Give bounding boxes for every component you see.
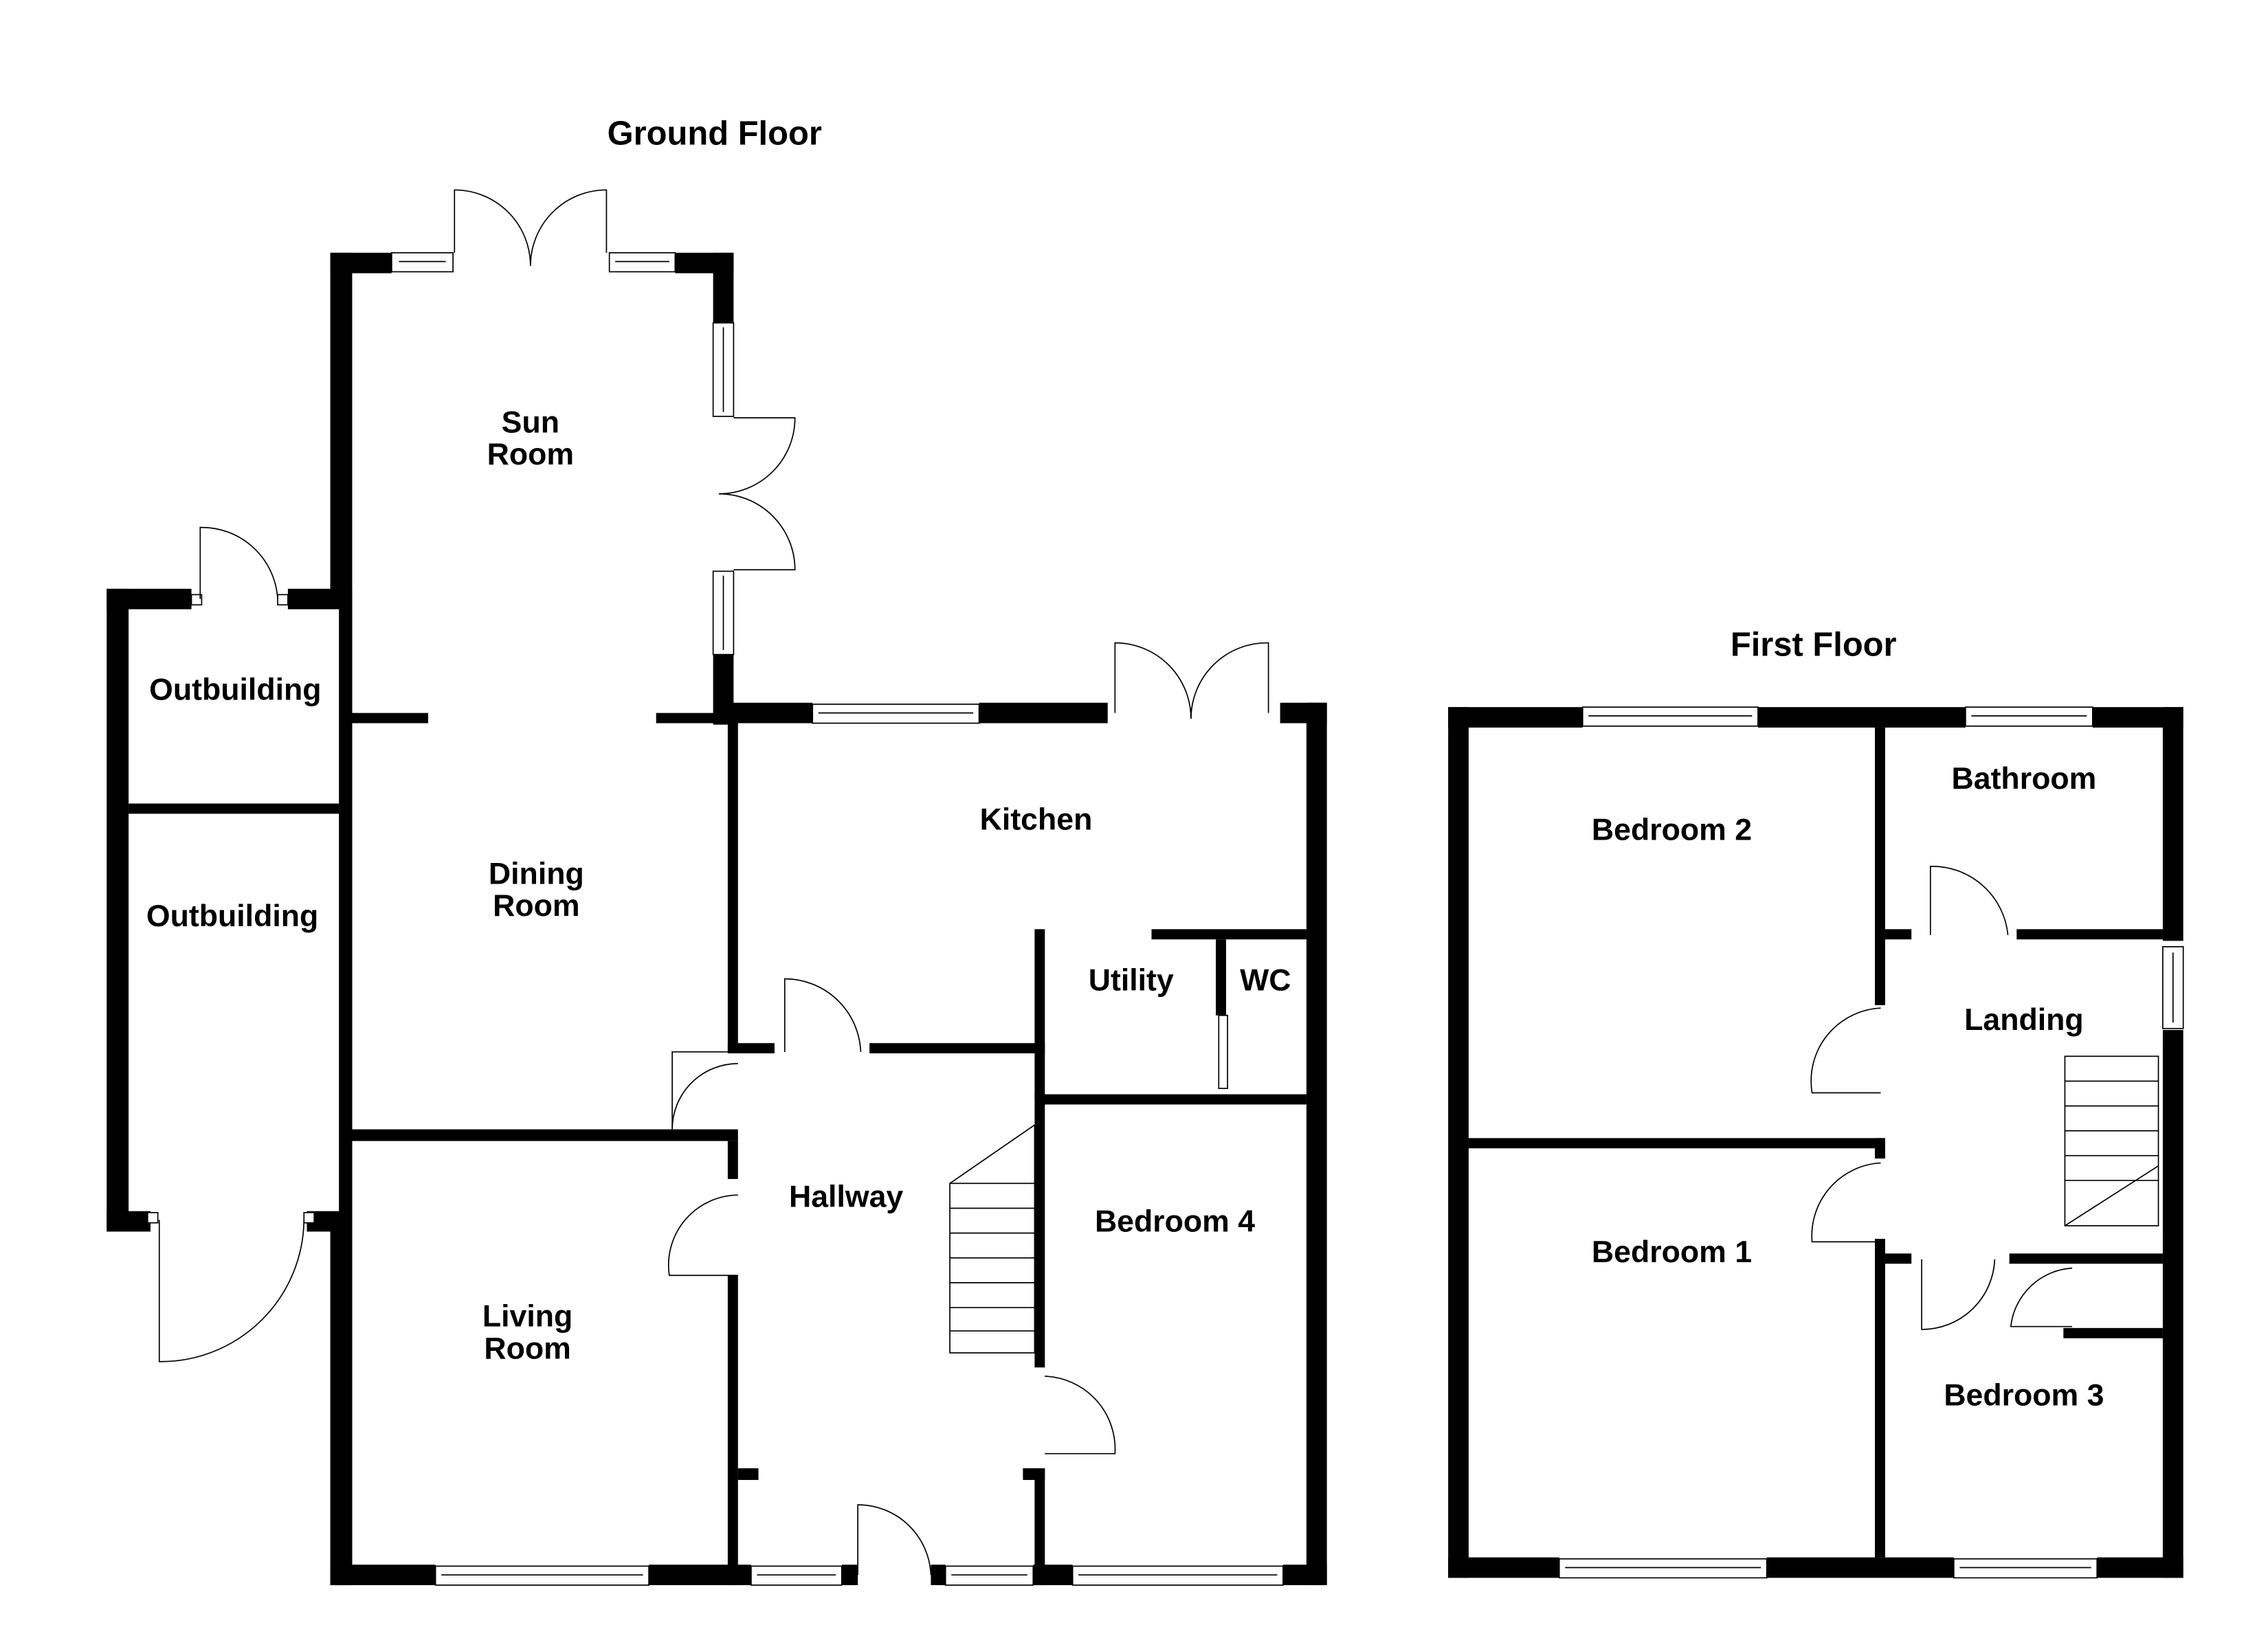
room-label-sun-room-1: Sun xyxy=(502,405,559,439)
room-label-hallway: Hallway xyxy=(789,1180,903,1213)
room-label-bedroom-3: Bedroom 3 xyxy=(1944,1379,2104,1413)
outbuilding-door xyxy=(199,526,278,599)
staircase xyxy=(2064,1055,2159,1226)
room-label-bedroom-4: Bedroom 4 xyxy=(1095,1204,1255,1238)
room-label-bedroom-2: Bedroom 2 xyxy=(1592,814,1752,847)
first-floor-title: First Floor xyxy=(1731,627,1897,664)
wall xyxy=(330,252,353,596)
outbuilding-door-2 xyxy=(158,1220,305,1362)
room-label-outbuilding-1: Outbuilding xyxy=(149,673,321,707)
room-label-landing: Landing xyxy=(1964,1003,2084,1037)
room-label-outbuilding-2: Outbuilding xyxy=(146,899,318,933)
room-label-kitchen: Kitchen xyxy=(980,803,1093,837)
bathroom-door xyxy=(1929,866,2009,935)
room-label-bedroom-1: Bedroom 1 xyxy=(1592,1235,1752,1269)
ground-floor-title: Ground Floor xyxy=(608,115,822,153)
cupboard-door xyxy=(2010,1267,2073,1327)
room-label-sun-room-2: Room xyxy=(487,438,574,471)
room-label-dining-room-2: Room xyxy=(493,889,579,923)
front-door xyxy=(857,1504,932,1575)
room-label-living-room-2: Room xyxy=(484,1332,570,1365)
window xyxy=(608,252,676,273)
ground-floor: Ground Floor Sun Room xyxy=(107,115,1327,1586)
bedroom-3-door xyxy=(1921,1259,1996,1330)
room-label-bathroom: Bathroom xyxy=(1952,762,2097,796)
room-label-utility: Utility xyxy=(1089,964,1174,998)
room-label-dining-room-1: Dining xyxy=(489,857,584,890)
staircase xyxy=(949,1123,1036,1354)
french-door xyxy=(454,189,531,267)
room-label-living-room-1: Living xyxy=(482,1300,572,1334)
first-floor: First Floor xyxy=(1448,627,2184,1579)
living-room-door xyxy=(667,1194,738,1277)
window xyxy=(390,252,454,273)
bedroom-1-door xyxy=(1811,1162,1881,1243)
bedroom-2-door xyxy=(1810,1007,1881,1094)
room-label-wc: WC xyxy=(1240,964,1291,998)
